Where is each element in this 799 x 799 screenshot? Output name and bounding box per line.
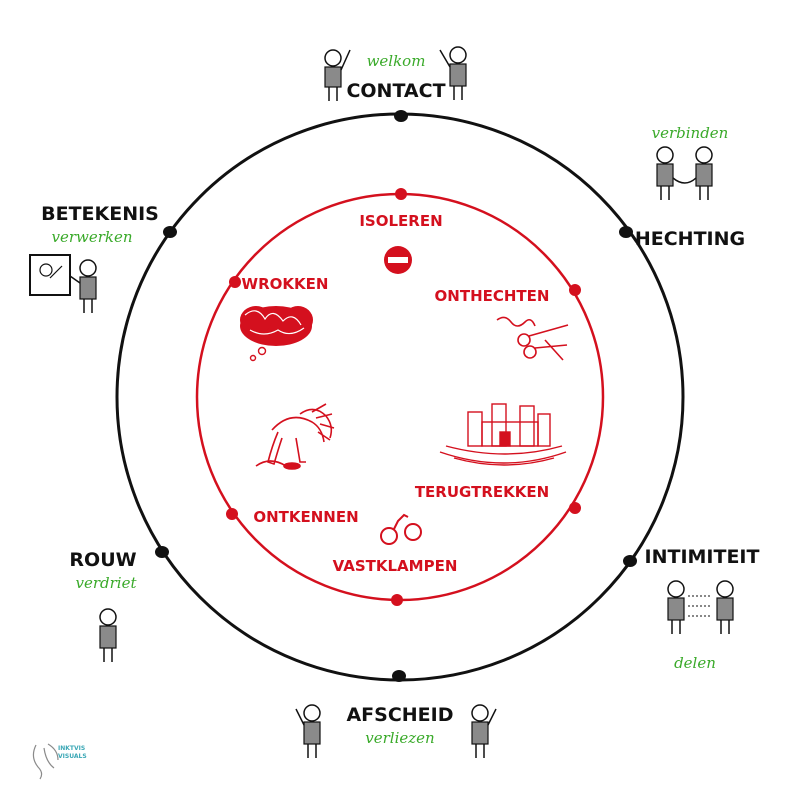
inner-dot-isoleren bbox=[395, 188, 407, 200]
framed-memory-icon bbox=[29, 254, 97, 313]
handcuffs-icon bbox=[380, 513, 422, 545]
outer-dot-rouw bbox=[155, 546, 169, 558]
sub-verliezen: verliezen bbox=[365, 729, 434, 747]
outer-dot-contact bbox=[394, 110, 408, 122]
castle-icon bbox=[439, 403, 567, 466]
couple-holding-hands-icon bbox=[656, 146, 713, 200]
label-vastklampen: VASTKLAMPEN bbox=[333, 557, 458, 575]
sub-delen: delen bbox=[674, 654, 716, 672]
label-ontkennen: ONTKENNEN bbox=[253, 508, 358, 526]
inner-dot-terugtrekken bbox=[569, 502, 581, 514]
label-rouw: ROUW bbox=[69, 549, 136, 571]
logo-line-2: VISUALS bbox=[58, 753, 87, 760]
sub-welkom: welkom bbox=[367, 52, 426, 70]
person-contact-left-icon bbox=[324, 49, 351, 101]
outer-dot-intimiteit bbox=[623, 555, 637, 567]
sharing-people-icon bbox=[667, 580, 734, 634]
sub-verbinden: verbinden bbox=[652, 124, 729, 142]
label-wrokken: WROKKEN bbox=[242, 275, 329, 293]
label-betekenis: BETEKENIS bbox=[41, 203, 159, 225]
outer-dots bbox=[155, 110, 637, 682]
label-hechting: HECHTING bbox=[635, 228, 745, 250]
inktvis-logo: INKTVIS VISUALS bbox=[32, 743, 87, 780]
outer-dot-betekenis bbox=[163, 226, 177, 238]
outer-dot-afscheid bbox=[392, 670, 406, 682]
sub-verwerken: verwerken bbox=[51, 228, 132, 246]
label-contact: CONTACT bbox=[346, 80, 445, 102]
ostrich-icon bbox=[255, 403, 335, 470]
sub-verdriet: verdriet bbox=[76, 574, 138, 592]
label-afscheid: AFSCHEID bbox=[346, 704, 453, 726]
logo-line-1: INKTVIS bbox=[58, 745, 85, 752]
label-terugtrekken: TERUGTREKKEN bbox=[415, 483, 549, 501]
inner-dot-onthechten bbox=[569, 284, 581, 296]
inner-dot-ontkennen bbox=[226, 508, 238, 520]
person-afscheid-right-icon bbox=[471, 704, 497, 758]
label-intimiteit: INTIMITEIT bbox=[645, 546, 760, 568]
storm-cloud-icon bbox=[240, 306, 313, 362]
person-afscheid-left-icon bbox=[295, 704, 321, 758]
label-isoleren: ISOLEREN bbox=[359, 212, 442, 230]
no-entry-icon bbox=[384, 246, 412, 274]
person-contact-right-icon bbox=[439, 46, 467, 100]
inner-dots bbox=[226, 188, 581, 606]
label-onthechten: ONTHECHTEN bbox=[435, 287, 550, 305]
outer-dot-hechting bbox=[619, 226, 633, 238]
inner-dot-wrokken bbox=[229, 276, 241, 288]
scissors-icon bbox=[496, 316, 569, 361]
inner-dot-vastklampen bbox=[391, 594, 403, 606]
sad-person-icon bbox=[99, 608, 117, 662]
